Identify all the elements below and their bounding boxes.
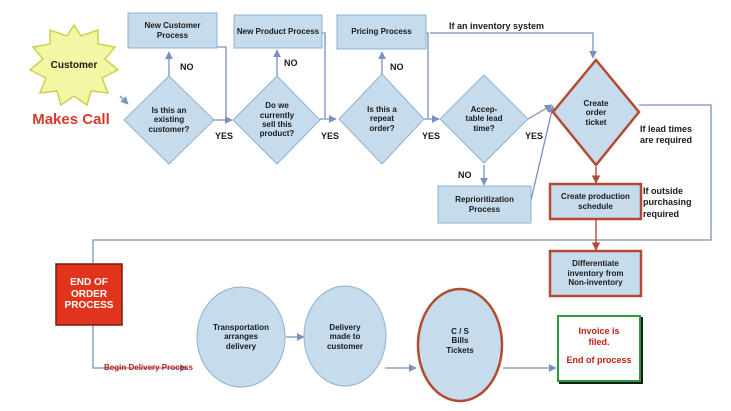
no-label-repeat: NO [390, 62, 404, 72]
pricing-process-label: Pricing Process [351, 27, 412, 37]
differentiate-inventory-label: Differentiate inventory from Non-invento… [567, 259, 624, 288]
connector-newproduct-return [322, 32, 326, 118]
existing-customer-diamond [123, 75, 215, 165]
transportation-circle [196, 286, 286, 388]
begin-delivery-note: Begin Delivery Process [104, 363, 193, 372]
connector-begin-delivery [92, 325, 188, 372]
makes-call-label: Makes Call [32, 111, 110, 129]
delivery-circle [303, 285, 387, 387]
lead-times-note: If lead times are required [640, 124, 693, 146]
reprioritization-process-box [437, 185, 532, 224]
connector-pricing-return [426, 32, 429, 118]
customer-label: Customer [50, 60, 98, 72]
connector-lines [92, 32, 712, 372]
transportation-label: Transportation arranges delivery [212, 322, 269, 351]
outside-purchasing-note: If outside purchasing required [643, 186, 692, 219]
connector-loop-to-end [92, 104, 712, 263]
sell-product-label: Do we currently sell this product? [259, 101, 295, 139]
reprioritization-process-label: Reprioritization Process [455, 195, 514, 214]
cs-bills-label: C / S Bills Tickets [446, 326, 474, 355]
connector-leadtime-yes [527, 104, 553, 120]
inventory-system-note: If an inventory system [449, 21, 545, 31]
create-order-ticket-diamond [551, 58, 641, 167]
cs-bills-circle [416, 287, 504, 403]
no-label-leadtime: NO [458, 170, 472, 180]
yes-label-leadtime: YES [525, 131, 544, 141]
existing-customer-label: Is this an existing customer? [148, 105, 190, 134]
invoice-filed-label: Invoice is filed. [578, 326, 620, 347]
pricing-process-box [336, 14, 427, 50]
connector-reprioritization-return [530, 105, 556, 201]
no-label-existing: NO [180, 62, 194, 72]
repeat-order-label: Is this a repeat order? [367, 104, 397, 133]
end-of-order-process-box [55, 263, 123, 326]
create-production-schedule-label: Create production schedule [561, 192, 630, 211]
invoice-filed-box [557, 315, 641, 382]
new-customer-process-box [127, 12, 218, 49]
repeat-order-diamond [338, 73, 425, 165]
yes-label-sell: YES [321, 131, 340, 141]
differentiate-inventory-box [548, 249, 643, 298]
connector-newcustomer-return [217, 46, 227, 119]
yes-label-existing: YES [215, 131, 234, 141]
yes-label-repeat: YES [422, 131, 441, 141]
lead-time-label: Accep- table lead time? [465, 104, 503, 133]
no-label-sell: NO [284, 58, 298, 68]
lead-time-diamond [439, 74, 529, 164]
connector-inventory-system [430, 32, 597, 59]
end-of-order-process-label: END OF ORDER PROCESS [64, 276, 114, 312]
create-production-schedule-box [548, 182, 643, 221]
new-product-process-box [233, 14, 323, 49]
new-product-process-label: New Product Process [236, 26, 320, 36]
customer-starburst [28, 23, 120, 107]
delivery-label: Delivery made to customer [326, 322, 363, 351]
sell-product-diamond [232, 75, 321, 165]
end-of-process-label: End of process [566, 354, 632, 365]
create-order-ticket-label: Create order ticket [583, 98, 609, 127]
connector-customer-to-existing [119, 95, 129, 105]
new-customer-process-label: New Customer Process [144, 21, 201, 40]
